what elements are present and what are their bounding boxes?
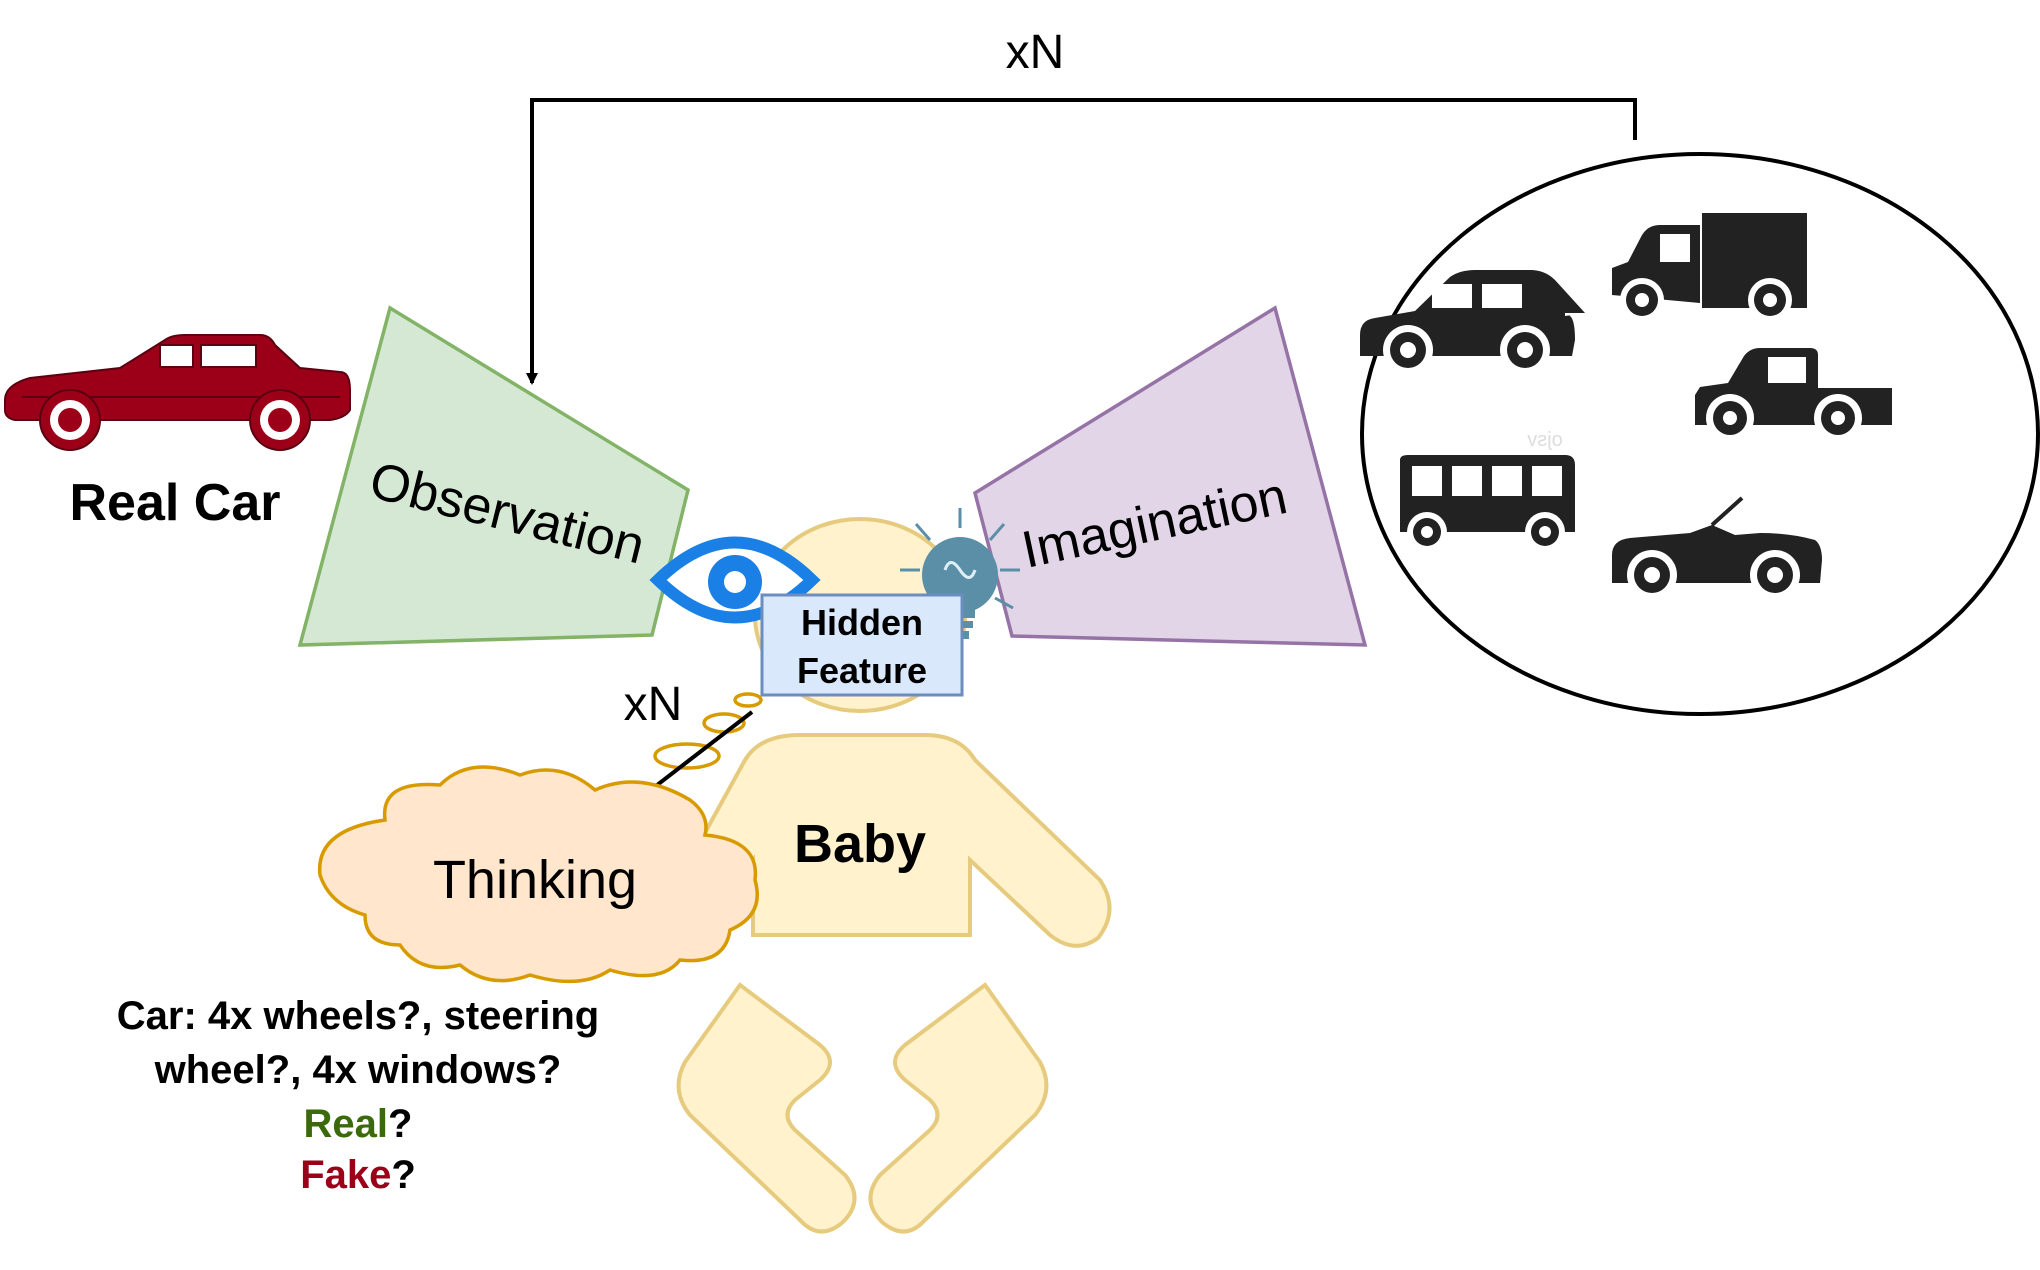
thinking-cloud: Thinking [317,765,759,984]
sedan-icon [1360,270,1585,375]
fake-question: Fake? [300,1153,416,1197]
baby-left-leg [676,982,857,1234]
top-loop-arrow [526,98,1637,385]
hidden-feature-line1: Hidden [801,602,923,643]
baby-right-leg [868,982,1049,1234]
observation-block: Observation [297,305,691,647]
real-qmark: ? [388,1102,412,1146]
convertible-icon [1612,496,1822,600]
question-line-2: wheel?, 4x windows? [154,1048,562,1092]
hidden-feature-box: Hidden Feature [760,593,964,697]
imagination-shape [972,305,1368,647]
question-line-1: Car: 4x wheels?, steering [117,994,599,1038]
thinking-loop-label: xN [624,678,683,731]
questions-text: Car: 4x wheels?, steering wheel?, 4x win… [117,994,599,1197]
real-car-front-wheel [39,389,101,451]
thinking-label: Thinking [433,850,637,910]
imagination-block: Imagination [972,305,1368,647]
fake-word: Fake [300,1153,391,1197]
watermark-text: ojsv [1527,429,1563,451]
box-truck-icon [1612,213,1807,322]
real-car-label: Real Car [70,474,281,532]
top-loop-label: xN [1006,26,1065,79]
observation-shape [297,305,691,647]
pickup-truck-icon [1695,348,1892,442]
hidden-feature-line2: Feature [797,650,927,691]
real-word: Real [304,1102,389,1146]
fake-qmark: ? [391,1153,415,1197]
baby-label: Baby [794,814,926,874]
real-question: Real? [304,1102,413,1146]
real-car-back-wheel [249,389,311,451]
imagined-vehicles-bubble: ojsv [1360,152,2040,716]
van-icon [1400,455,1575,552]
real-car-window-front [159,344,194,368]
real-car-icon [4,334,351,451]
real-car-window-back [200,344,257,368]
